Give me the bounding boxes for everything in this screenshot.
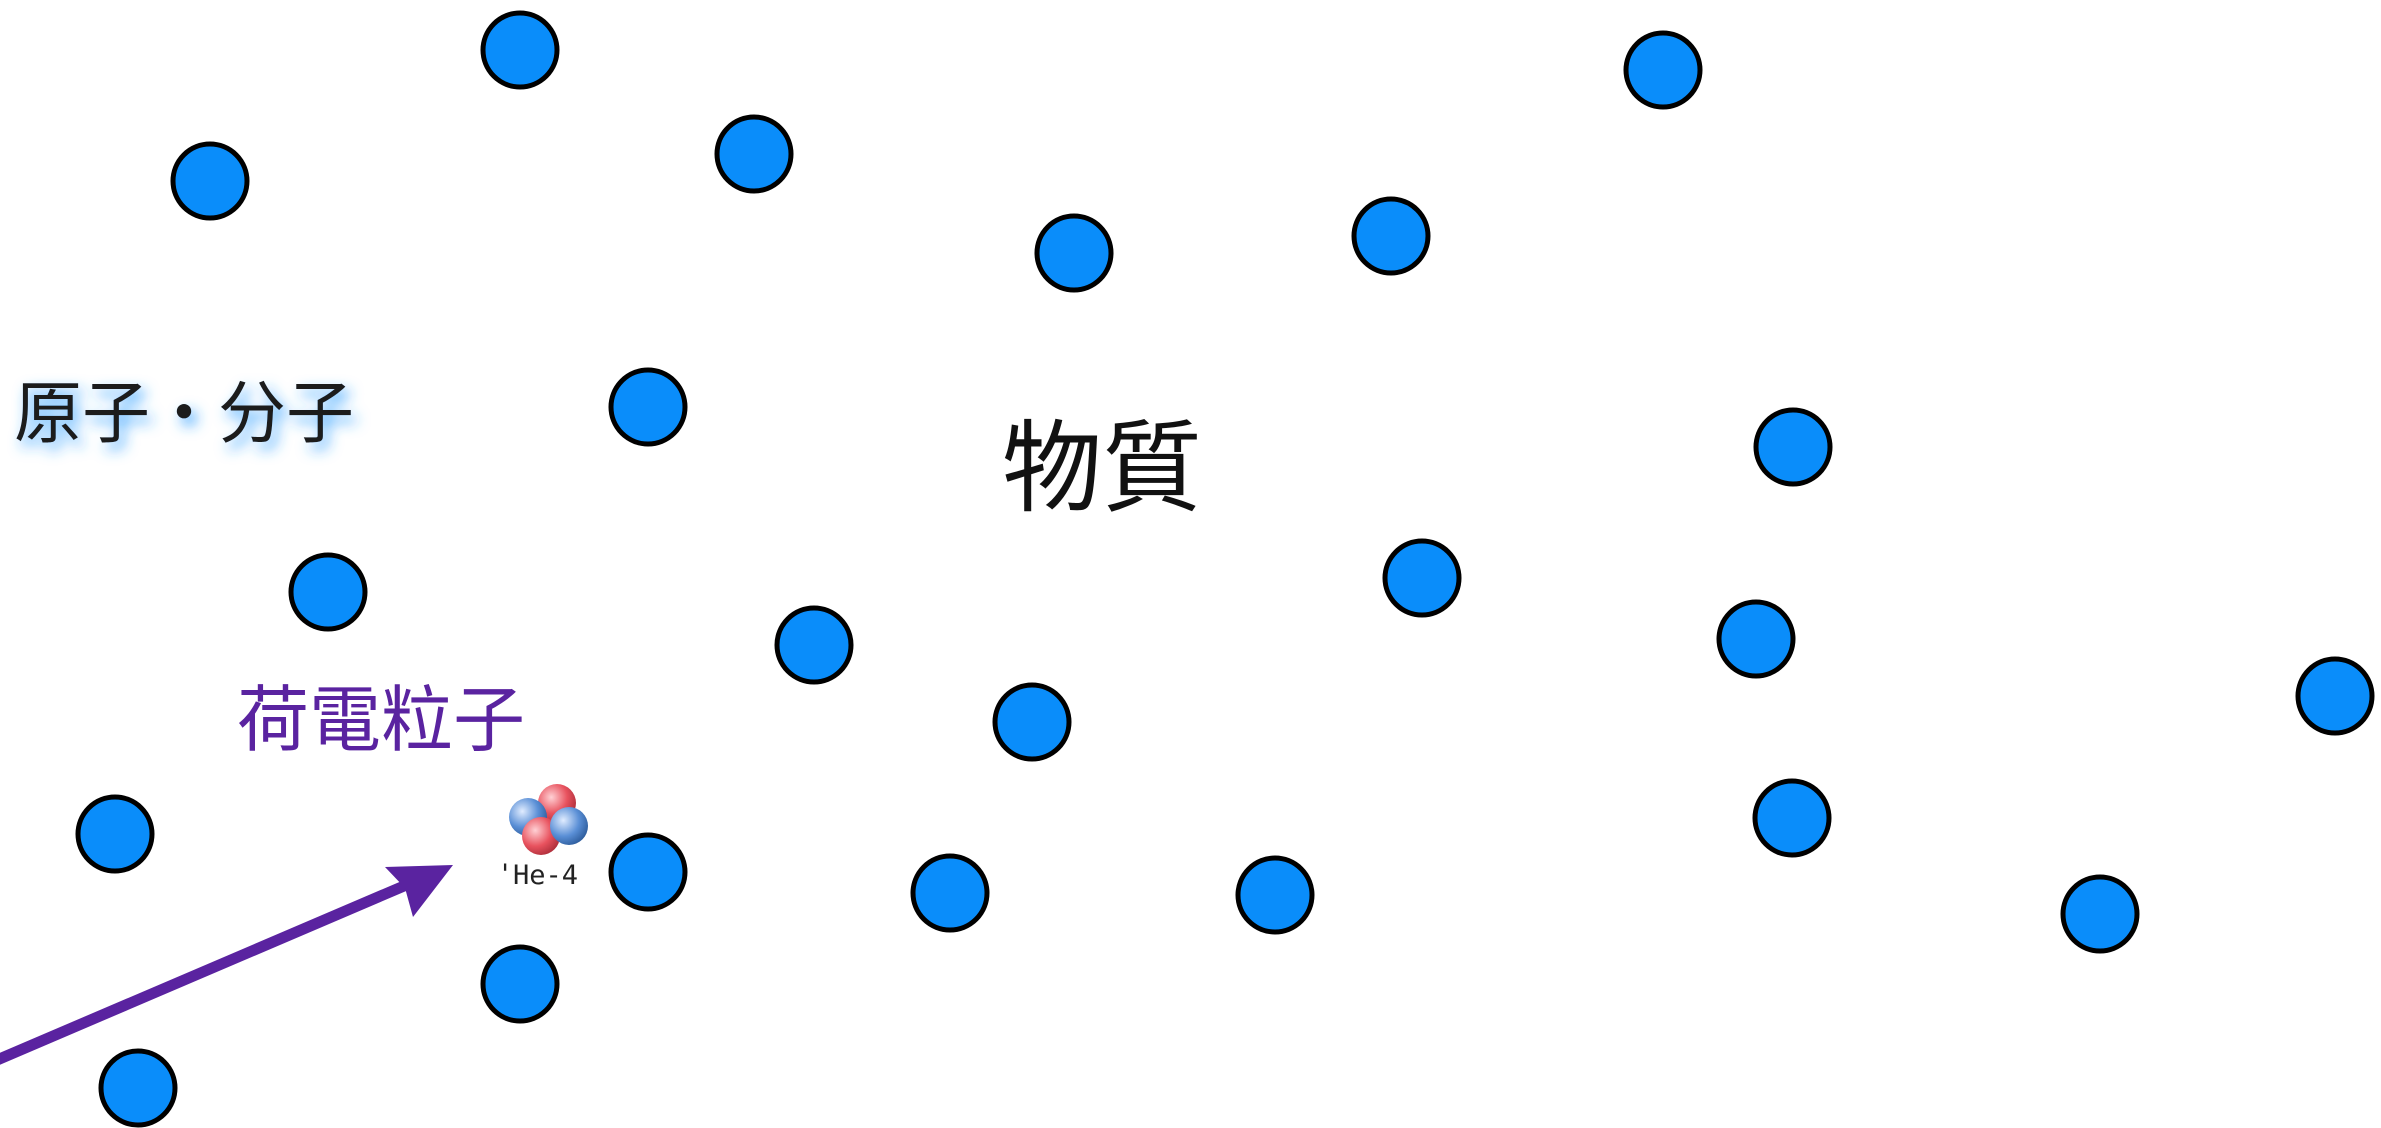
trajectory-arrow [0,865,453,1063]
helium-label: He-4 [513,860,578,891]
atom [2063,877,2137,951]
matter-label: 物質 [1002,410,1202,527]
atom [2298,659,2372,733]
atom [717,117,791,191]
atom [1238,858,1312,932]
helium-nucleus-icon: ' He-4 [497,784,588,891]
atom [1354,199,1428,273]
atom [173,144,247,218]
atom [1626,33,1700,107]
atoms-molecules-label: 原子・分子 [14,375,354,454]
atom [1037,216,1111,290]
atom [611,835,685,909]
atom [1719,602,1793,676]
atom [1756,410,1830,484]
atom [101,1051,175,1125]
atom [777,608,851,682]
atom [913,856,987,930]
helium-tick: ' [497,859,513,890]
arrow-shaft [0,880,418,1063]
neutron [550,807,588,845]
atom [995,685,1069,759]
atom [291,555,365,629]
atom [1755,781,1829,855]
atom [611,370,685,444]
atoms-group [78,13,2372,1125]
charged-particle-label: 荷電粒子 [237,678,525,762]
atom [1385,541,1459,615]
atom [483,13,557,87]
atom [483,947,557,1021]
atom [78,797,152,871]
